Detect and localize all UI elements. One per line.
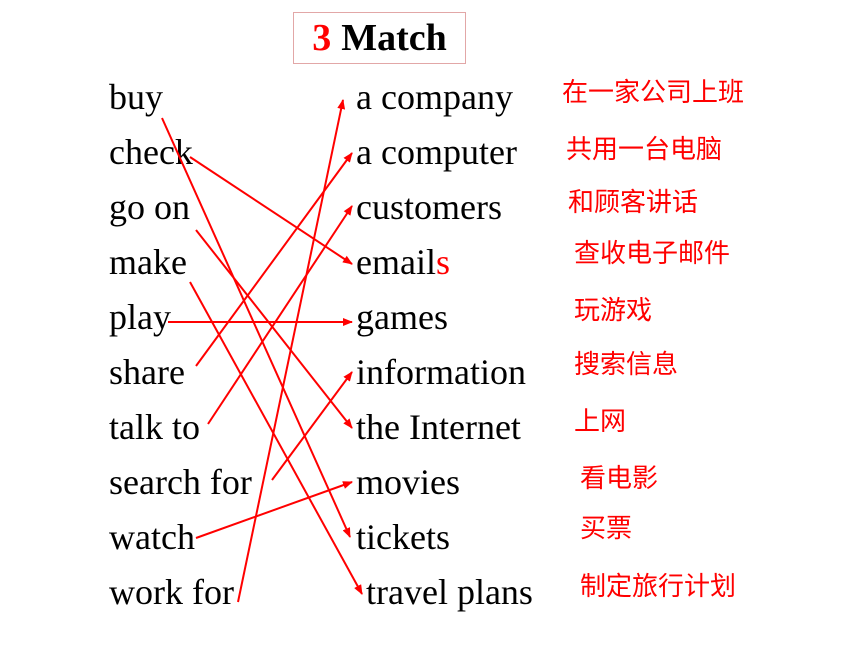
right-word-emails: emails bbox=[356, 244, 450, 280]
right-word-information: information bbox=[356, 354, 526, 390]
right-word-text: information bbox=[356, 352, 526, 392]
arrow-make-travel-plans bbox=[189, 281, 363, 595]
right-word-games: games bbox=[356, 299, 448, 335]
right-word-movies: movies bbox=[356, 464, 460, 500]
arrow-search-for-information bbox=[271, 371, 353, 481]
arrow-go-on-internet bbox=[195, 229, 353, 429]
right-word-a-company: a company bbox=[356, 79, 513, 115]
arrow-share-computer bbox=[195, 152, 353, 367]
title-text: Match bbox=[341, 17, 447, 59]
right-word-customers: customers bbox=[356, 189, 502, 225]
right-word-text: the Internet bbox=[356, 407, 521, 447]
left-word-check: check bbox=[109, 132, 193, 172]
left-word-make: make bbox=[109, 242, 187, 282]
right-word-text: customers bbox=[356, 187, 502, 227]
left-word-talk-to: talk to bbox=[109, 407, 200, 447]
right-word-text: movies bbox=[356, 462, 460, 502]
right-word-text: games bbox=[356, 297, 448, 337]
left-word-search-for: search for bbox=[109, 462, 252, 502]
right-word-text: a computer bbox=[356, 132, 517, 172]
translation-4: 玩游戏 bbox=[574, 296, 653, 326]
left-word-work-for: work for bbox=[109, 572, 234, 612]
right-word-suffix: s bbox=[435, 242, 450, 282]
translation-3: 查收电子邮件 bbox=[574, 239, 731, 269]
left-word-go-on: go on bbox=[109, 187, 190, 227]
translation-7: 看电影 bbox=[580, 464, 659, 494]
right-word-text: tickets bbox=[356, 517, 450, 557]
right-word-text: email bbox=[356, 242, 436, 282]
left-word-play: play bbox=[109, 297, 171, 337]
translation-5: 搜索信息 bbox=[574, 350, 679, 380]
translation-1: 共用一台电脑 bbox=[566, 135, 723, 165]
right-word-the-internet: the Internet bbox=[356, 409, 521, 445]
right-word-a-computer: a computer bbox=[356, 134, 517, 170]
left-word-share: share bbox=[109, 352, 185, 392]
translation-9: 制定旅行计划 bbox=[580, 572, 737, 602]
title-box: 3 Match bbox=[293, 12, 466, 64]
arrow-watch-movies bbox=[195, 481, 353, 539]
arrow-buy-tickets bbox=[161, 117, 351, 538]
arrow-work-for-company bbox=[237, 99, 346, 603]
arrow-talk-to-customers bbox=[207, 205, 353, 425]
left-word-watch: watch bbox=[109, 517, 195, 557]
right-word-text: travel plans bbox=[366, 572, 533, 612]
left-word-buy: buy bbox=[109, 77, 163, 117]
title-number: 3 bbox=[312, 17, 332, 59]
translation-0: 在一家公司上班 bbox=[562, 78, 745, 108]
right-word-text: a company bbox=[356, 77, 513, 117]
right-word-travel-plans: travel plans bbox=[366, 574, 533, 610]
translation-6: 上网 bbox=[574, 407, 627, 437]
translation-8: 买票 bbox=[580, 514, 633, 544]
translation-2: 和顾客讲话 bbox=[568, 188, 699, 218]
right-word-tickets: tickets bbox=[356, 519, 450, 555]
